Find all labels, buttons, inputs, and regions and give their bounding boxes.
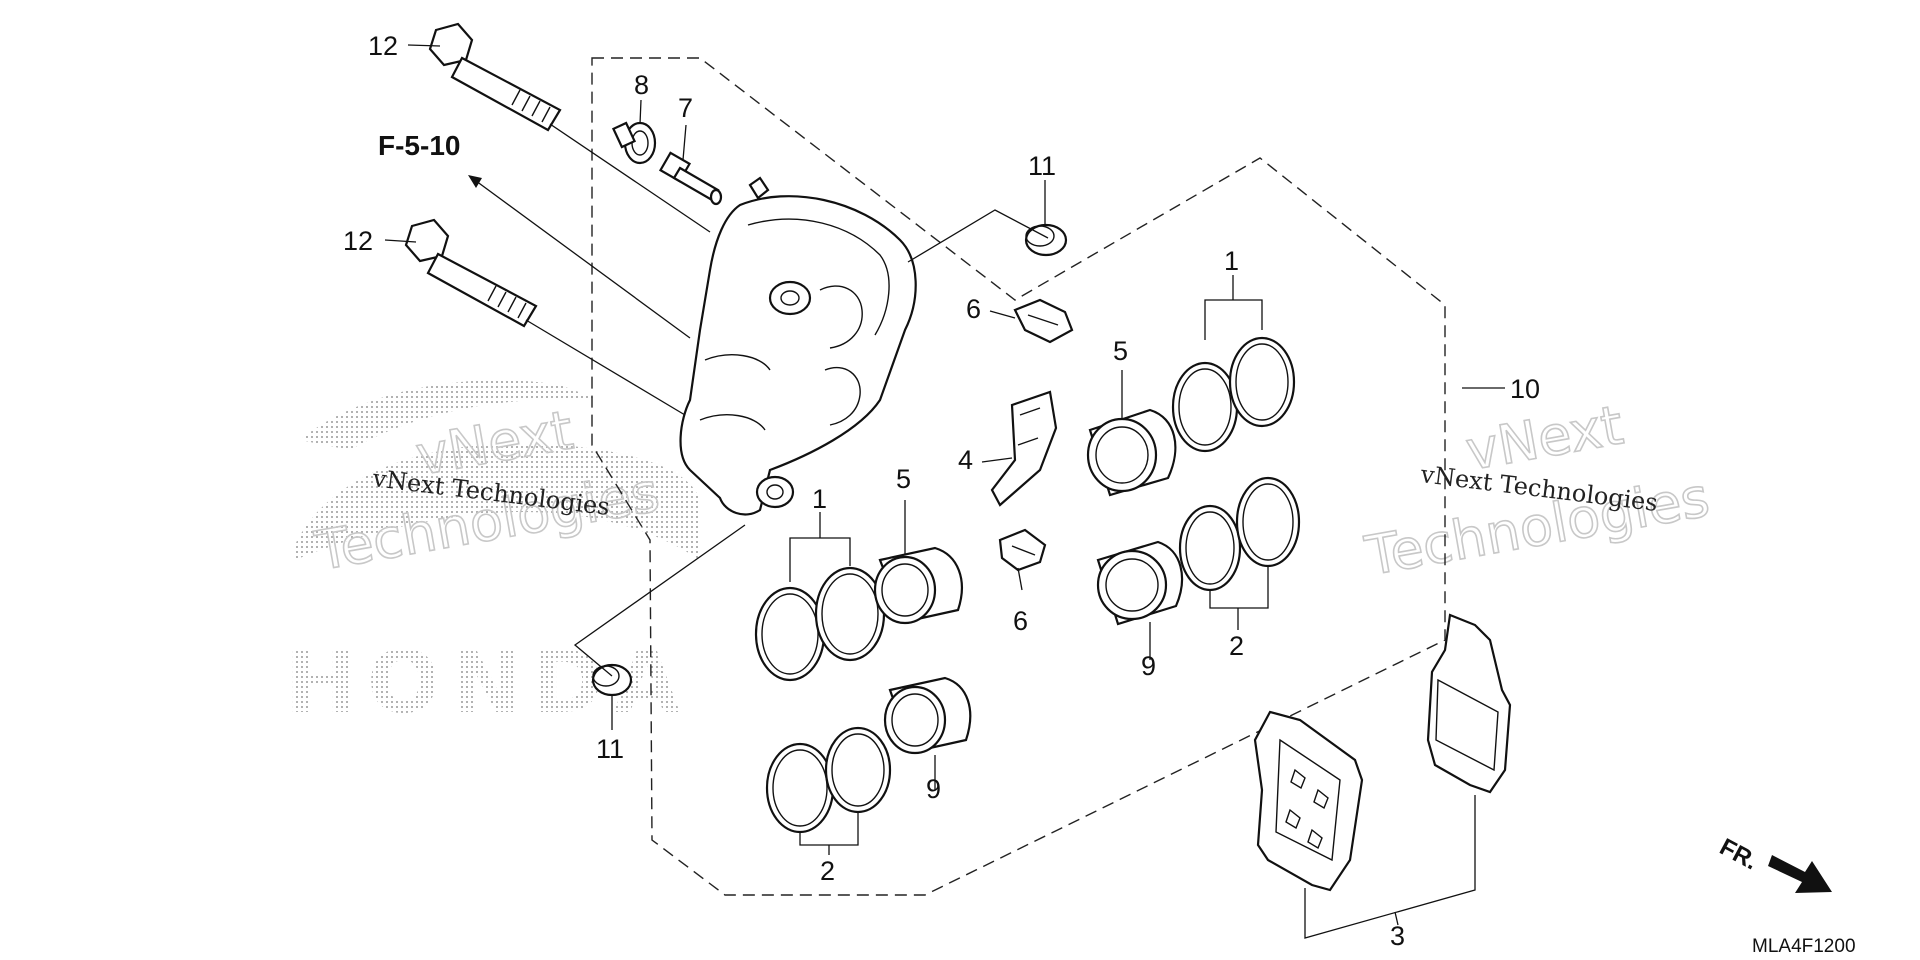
callout-9-left: 9 xyxy=(926,774,941,804)
callout-8: 8 xyxy=(634,70,649,100)
collar-lower xyxy=(591,663,633,697)
piston-right-upper xyxy=(1086,408,1177,497)
callout-1-left: 1 xyxy=(812,484,827,514)
callout-9-right: 9 xyxy=(1141,651,1156,681)
callout-4: 4 xyxy=(958,445,973,475)
callout-5-right: 5 xyxy=(1113,336,1128,366)
callout-6-upper: 6 xyxy=(966,294,981,324)
brake-pad-front xyxy=(1253,710,1364,892)
bleeder-cap xyxy=(611,121,657,165)
callout-2-right: 2 xyxy=(1229,631,1244,661)
piston-left-upper xyxy=(873,546,963,625)
section-reference[interactable]: F-5-10 xyxy=(378,130,460,161)
front-direction-indicator: FR. xyxy=(1715,833,1832,893)
piston-left-lower xyxy=(883,676,972,755)
assembly-outline xyxy=(591,57,1446,896)
caliper-bolt-upper xyxy=(428,22,562,132)
callout-1-right: 1 xyxy=(1224,246,1239,276)
brake-caliper-body xyxy=(679,176,917,516)
pad-pin-clip-lower xyxy=(998,528,1047,572)
front-direction-label: FR. xyxy=(1715,833,1762,875)
seal-set-left-upper xyxy=(754,566,886,682)
callout-2-left: 2 xyxy=(820,856,835,886)
seal-set-left-lower xyxy=(765,726,892,834)
reference-arrow-head xyxy=(468,175,482,188)
callout-7: 7 xyxy=(678,93,693,123)
callout-6-lower: 6 xyxy=(1013,606,1028,636)
seal-set-right-lower xyxy=(1178,476,1301,592)
seal-set-right-upper xyxy=(1171,336,1296,453)
piston-right-lower xyxy=(1096,540,1184,626)
callout-5-left: 5 xyxy=(896,464,911,494)
caliper-bolt-lower xyxy=(404,218,538,328)
collar-upper xyxy=(1024,223,1068,257)
callout-12-lower: 12 xyxy=(343,226,373,256)
pad-spring xyxy=(990,390,1058,507)
pad-pin-clip-upper xyxy=(1013,298,1074,344)
callout-12-upper: 12 xyxy=(368,31,398,61)
callout-11-upper: 11 xyxy=(1028,151,1056,181)
brake-pad-rear xyxy=(1426,613,1512,794)
callout-10: 10 xyxy=(1510,374,1540,404)
watermark-right: vNext Technologies vNext Technologies xyxy=(1360,393,1715,589)
figure-code: MLA4F1200 xyxy=(1752,936,1856,957)
front-arrow-icon xyxy=(1768,855,1832,893)
callout-3: 3 xyxy=(1390,921,1405,951)
bleeder-screw xyxy=(658,151,723,206)
callout-11-lower: 11 xyxy=(596,734,624,764)
